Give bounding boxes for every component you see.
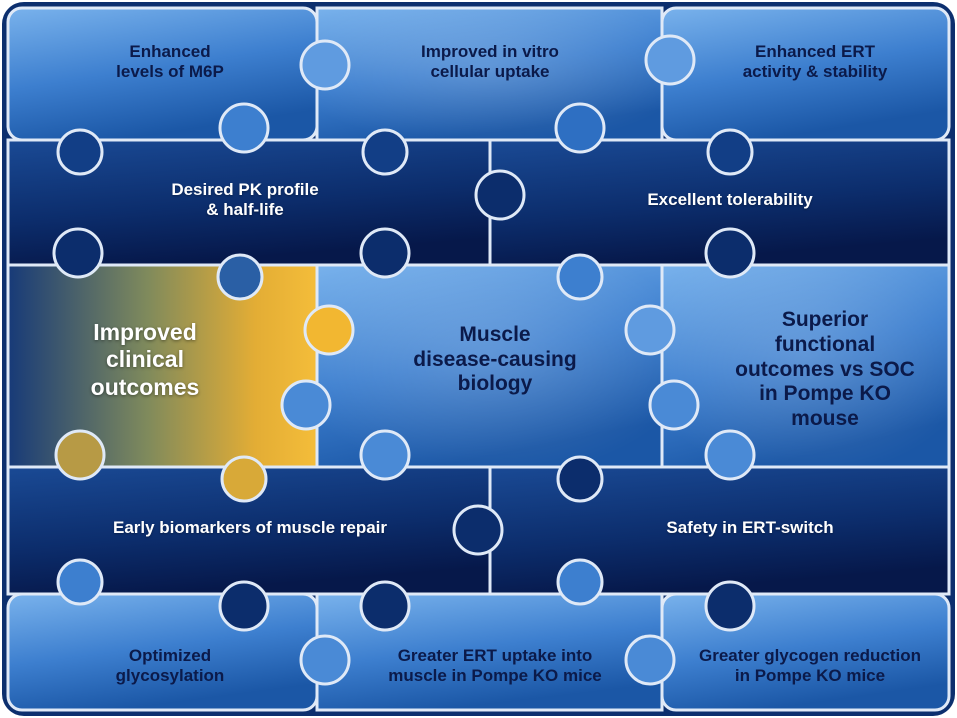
piece-early-biomarkers: Early biomarkers of muscle repair (112, 517, 388, 537)
piece-optimized-glycosylation: Optimized glycosylation (115, 645, 225, 685)
piece-in-vitro-uptake: Improved in vitro cellular uptake (421, 41, 559, 81)
piece-superior-functional-outcomes: Superior functional outcomes vs SOC in P… (735, 308, 915, 431)
piece-enhanced-m6p: Enhanced levels of M6P (116, 41, 224, 81)
piece-muscle-disease-biology: Muscle disease-causing biology (413, 322, 577, 396)
piece-greater-glycogen-reduction: Greater glycogen reduction in Pompe KO m… (699, 645, 921, 685)
piece-improved-clinical-outcomes: Improved clinical outcomes (90, 319, 200, 400)
piece-ert-activity-stability: Enhanced ERT activity & stability (742, 41, 888, 81)
piece-greater-ert-uptake: Greater ERT uptake into muscle in Pompe … (388, 645, 602, 685)
piece-excellent-tolerability: Excellent tolerability (647, 189, 813, 209)
piece-safety-ert-switch: Safety in ERT-switch (666, 517, 834, 537)
piece-pk-profile: Desired PK profile & half-life (171, 179, 319, 219)
